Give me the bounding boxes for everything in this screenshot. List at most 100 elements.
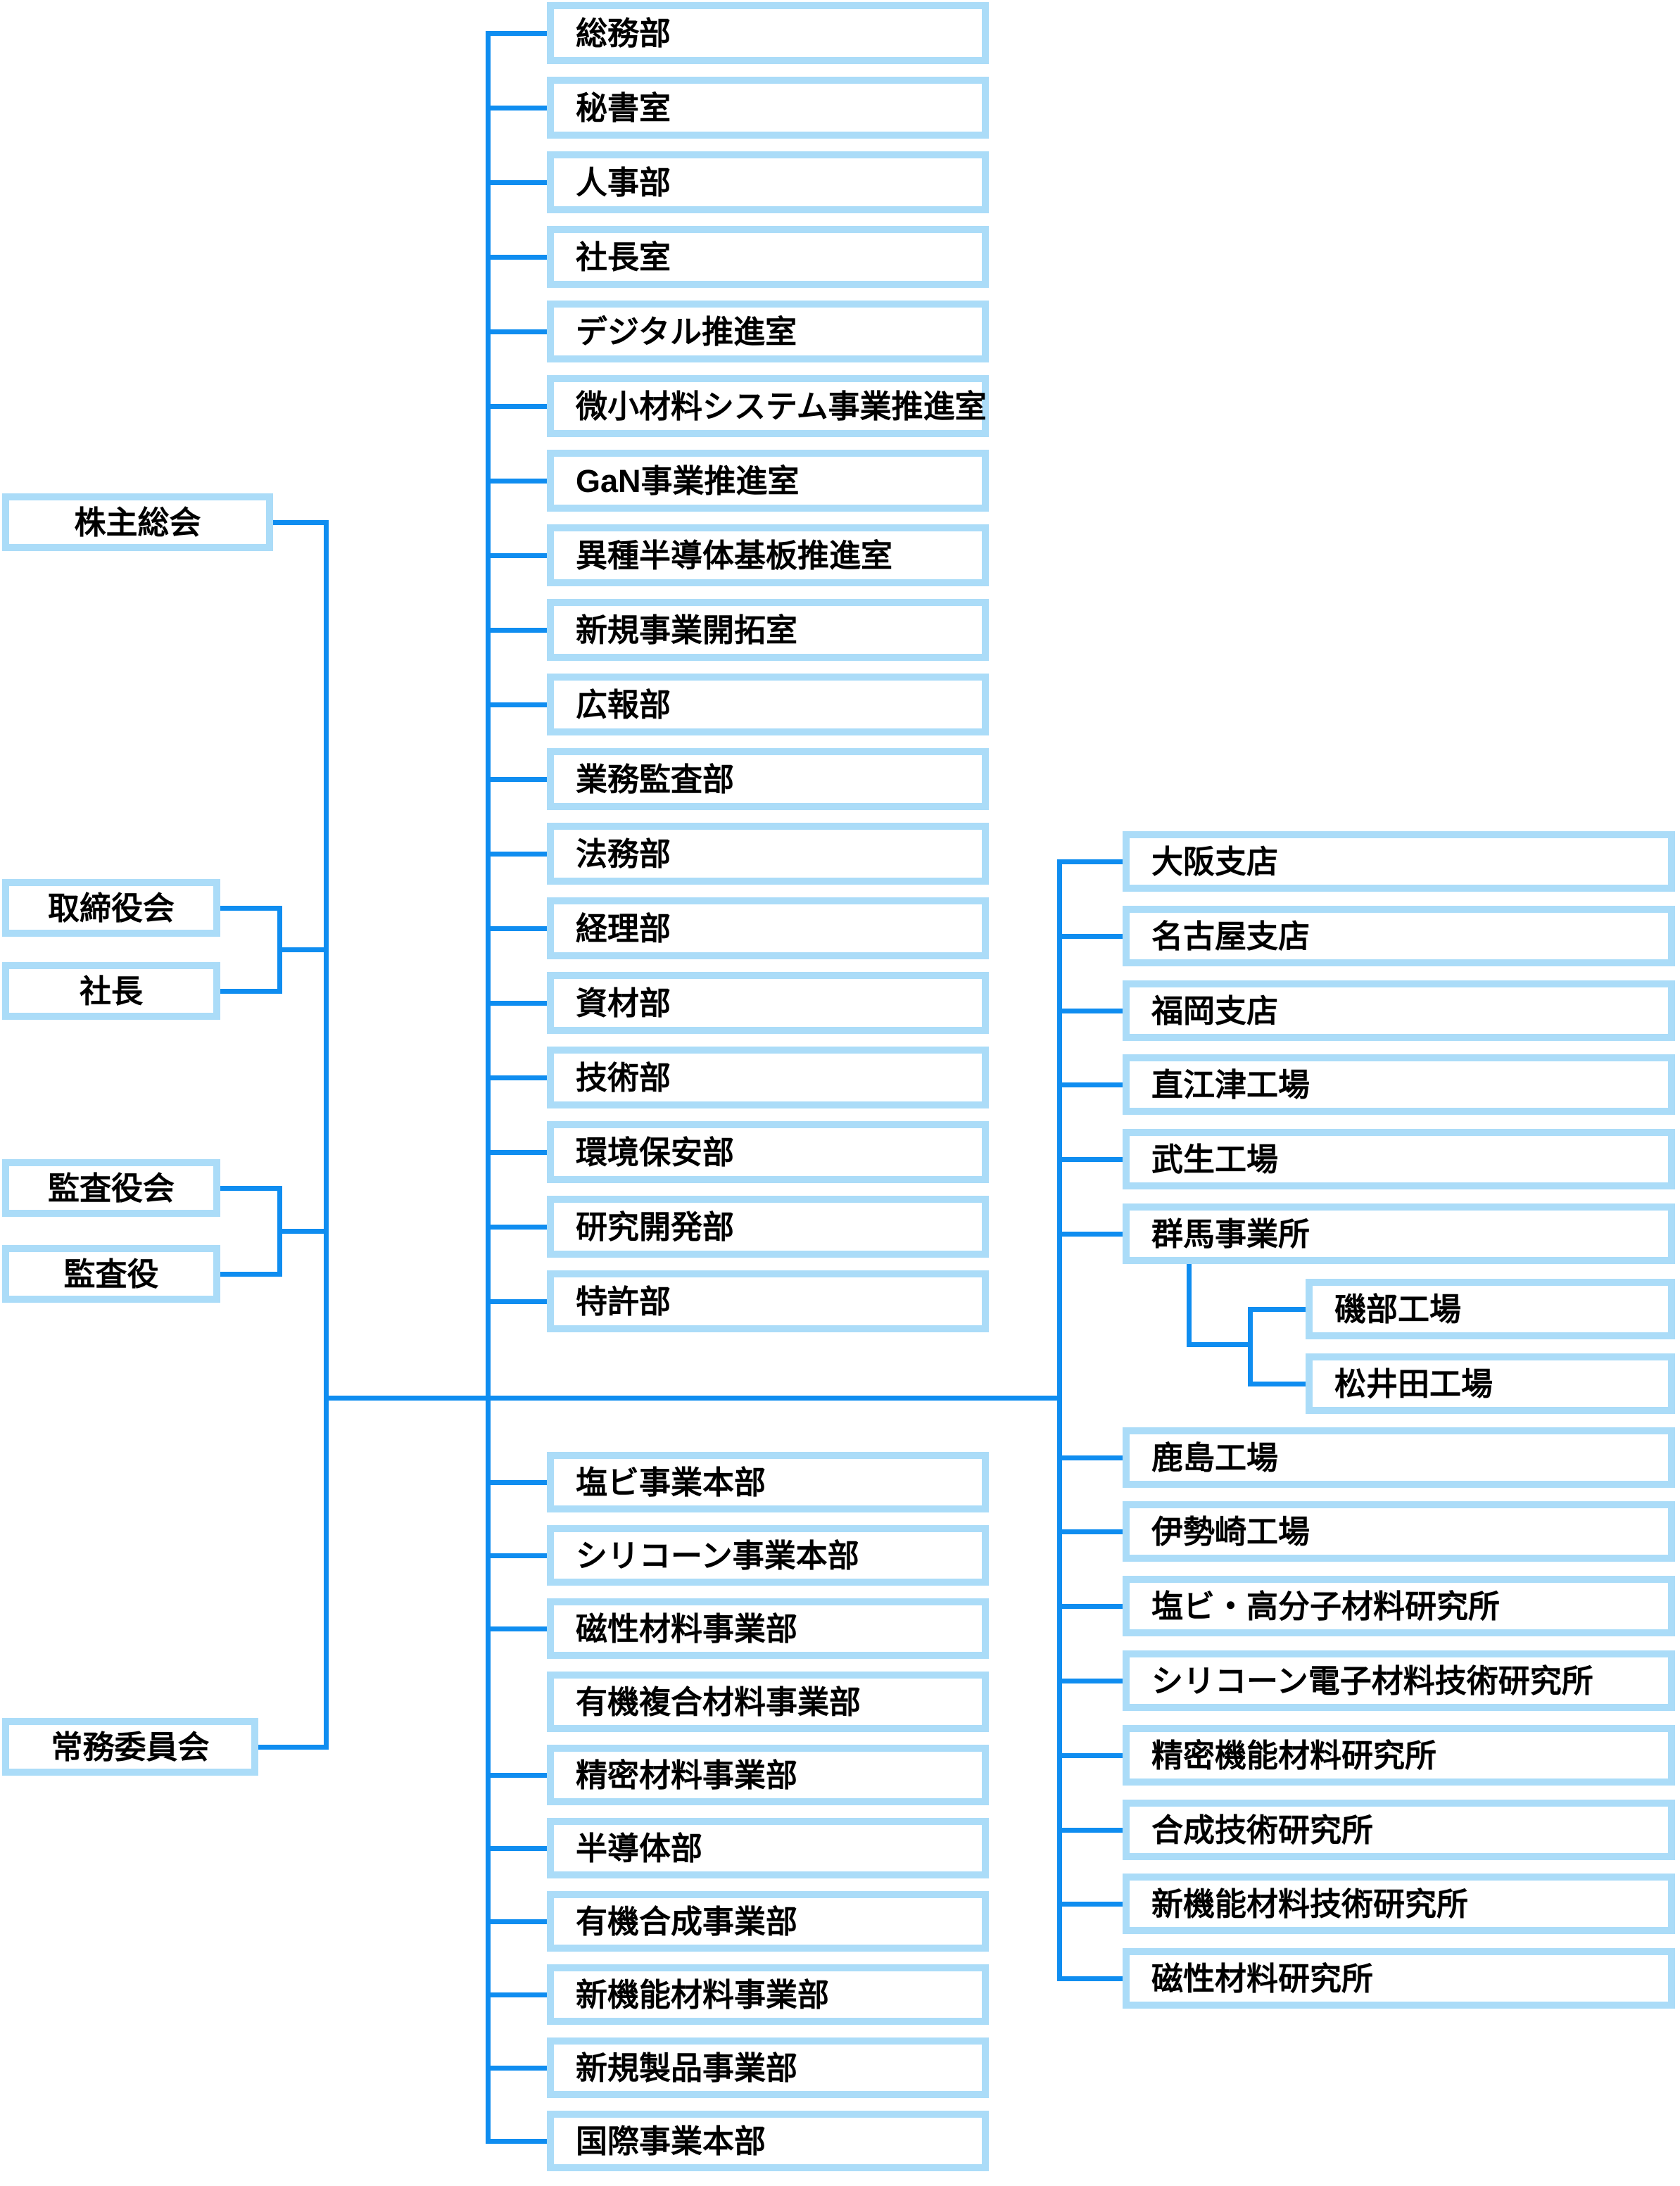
org-node: 大阪支店 (1123, 831, 1675, 892)
connector-line (1057, 1753, 1123, 1758)
org-node-label: 株主総会 (74, 504, 201, 541)
org-node-label: 人事部 (576, 164, 671, 201)
org-node: 人事部 (547, 151, 989, 213)
org-node-label: 磁性材料事業部 (576, 1610, 798, 1647)
connector-line (1248, 1307, 1253, 1386)
org-node: 有機合成事業部 (547, 1891, 989, 1952)
org-node-label: シリコーン電子材料技術研究所 (1151, 1662, 1593, 1699)
org-node-label: 国際事業本部 (576, 2123, 766, 2159)
org-node: 福岡支店 (1123, 980, 1675, 1041)
connector-line (486, 479, 547, 484)
org-node: 有機複合材料事業部 (547, 1672, 989, 1732)
org-node: 新規事業開拓室 (547, 599, 989, 661)
org-node-label: 直江津工場 (1151, 1066, 1310, 1103)
org-node-label: 総務部 (576, 15, 671, 51)
connector-line (277, 1229, 329, 1234)
org-node-label: 社長 (79, 973, 143, 1009)
org-node: 技術部 (547, 1047, 989, 1108)
connector-line (1057, 859, 1123, 864)
org-node-label: GaN事業推進室 (576, 462, 800, 499)
connector-line (486, 1992, 547, 1997)
org-node-label: 武生工場 (1151, 1141, 1279, 1177)
org-node-label: 大阪支店 (1151, 843, 1279, 880)
connector-line (486, 329, 547, 334)
org-node: 松井田工場 (1306, 1353, 1675, 1414)
org-node: 社長室 (547, 226, 989, 288)
connector-line (220, 989, 282, 994)
org-node-label: 塩ビ・高分子材料研究所 (1151, 1588, 1501, 1624)
org-node-label: 経理部 (576, 910, 671, 947)
org-node-audit-board: 監査役会 (2, 1159, 220, 1217)
connector-line (1057, 1976, 1123, 1981)
org-node-president: 社長 (2, 962, 220, 1020)
connector-line (486, 255, 547, 260)
connector-line (486, 1299, 547, 1304)
org-node: 塩ビ・高分子材料研究所 (1123, 1576, 1675, 1636)
connector-line (1248, 1382, 1306, 1386)
connector-line (1248, 1307, 1306, 1312)
connector-line (1057, 1082, 1123, 1087)
connector-line (486, 1150, 547, 1155)
org-node: 磁性材料事業部 (547, 1598, 989, 1659)
org-node: 研究開発部 (547, 1196, 989, 1258)
connector-line (277, 906, 282, 994)
org-node-label: 有機合成事業部 (576, 1903, 798, 1940)
connector-line (486, 777, 547, 782)
connector-line (486, 1626, 547, 1631)
org-node-label: シリコーン事業本部 (576, 1537, 859, 1574)
connector-line (1057, 1009, 1123, 1013)
org-node: 国際事業本部 (547, 2111, 989, 2171)
org-node-label: 精密機能材料研究所 (1151, 1737, 1437, 1774)
connector-line (220, 1186, 282, 1191)
connector-line (1057, 1232, 1123, 1237)
connector-line (1057, 1828, 1123, 1833)
org-node-label: 福岡支店 (1151, 992, 1279, 1029)
connector-line (486, 31, 547, 36)
connector-line (1057, 934, 1123, 939)
org-node-label: 法務部 (576, 835, 671, 872)
connector-line (486, 702, 547, 707)
connector-line (277, 947, 329, 952)
org-node-label: 技術部 (576, 1059, 671, 1096)
org-node-label: 精密材料事業部 (576, 1757, 798, 1793)
connector-line (1057, 1604, 1123, 1609)
org-node-shareholders-meeting: 株主総会 (2, 493, 273, 551)
org-node-label: 磯部工場 (1334, 1291, 1462, 1327)
connector-line (220, 1272, 282, 1277)
org-node-label: 秘書室 (576, 89, 671, 126)
connector-line (486, 180, 547, 185)
org-node: GaN事業推進室 (547, 450, 989, 512)
connector-line (486, 628, 547, 633)
org-node-label: 異種半導体基板推進室 (576, 537, 893, 574)
org-node: 環境保安部 (547, 1121, 989, 1183)
org-node-label: 資材部 (576, 985, 671, 1021)
org-node: シリコーン電子材料技術研究所 (1123, 1650, 1675, 1711)
org-node: 法務部 (547, 823, 989, 885)
connector-line (1057, 1455, 1123, 1460)
connector-line (1057, 1902, 1123, 1907)
org-node-label: 鹿島工場 (1151, 1439, 1279, 1476)
connector-line (258, 1745, 329, 1750)
org-node: 新機能材料事業部 (547, 1964, 989, 2025)
connector-line (486, 926, 547, 931)
org-node-label: 監査役会 (47, 1170, 175, 1206)
org-node: 新機能材料技術研究所 (1123, 1874, 1675, 1934)
connector-line (486, 1553, 547, 1558)
connector-line (486, 1773, 547, 1778)
org-node-auditors: 監査役 (2, 1245, 220, 1303)
connector-line (1187, 1342, 1253, 1347)
connector-line (486, 1919, 547, 1924)
org-node-label: 取締役会 (47, 890, 175, 926)
org-node-label: 環境保安部 (576, 1134, 735, 1170)
connector-line (486, 1480, 547, 1485)
org-node-label: 半導体部 (576, 1830, 703, 1866)
org-node: 伊勢崎工場 (1123, 1501, 1675, 1562)
org-node-label: 松井田工場 (1334, 1365, 1493, 1402)
org-node-label: 新機能材料事業部 (576, 1976, 830, 2013)
connector-line (1187, 1263, 1192, 1347)
org-node: 名古屋支店 (1123, 906, 1675, 966)
org-node: 総務部 (547, 2, 989, 64)
org-node-label: 常務委員会 (51, 1729, 210, 1765)
org-node-label: 塩ビ事業本部 (576, 1464, 766, 1500)
connector-line (486, 2066, 547, 2071)
